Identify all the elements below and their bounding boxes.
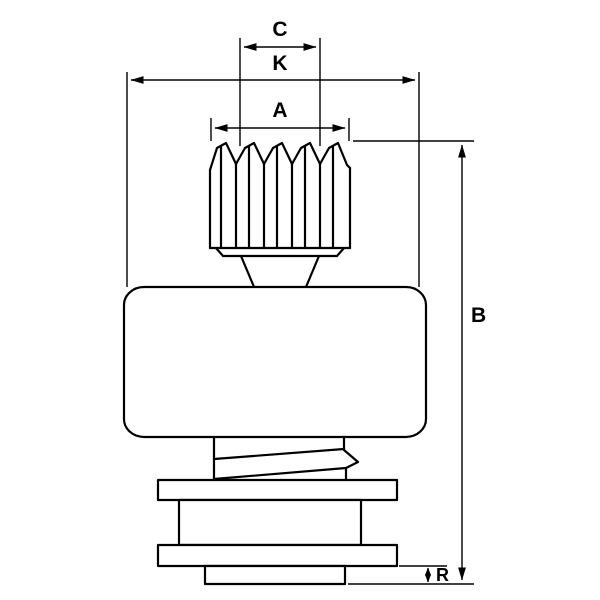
gear-neck — [239, 254, 321, 289]
helical-spline — [212, 435, 360, 482]
flange-washer-bottom — [156, 543, 399, 568]
collar — [177, 498, 363, 547]
dimension-k: K — [126, 52, 420, 287]
bottom-hub — [203, 564, 347, 586]
pinion-gear — [208, 141, 352, 258]
flange-washer-top — [156, 478, 399, 502]
clutch-body — [122, 285, 428, 439]
neck-right-edge — [304, 254, 321, 289]
neck-left-edge — [239, 254, 256, 289]
dimension-b: B — [348, 140, 486, 585]
spline-helix-line — [212, 447, 346, 461]
spline-helix-line — [212, 466, 348, 481]
dimension-a: A — [210, 99, 350, 141]
dimension-label-k: K — [272, 52, 287, 75]
dimension-label-a: A — [272, 99, 287, 122]
gear-tooth-top-profile — [208, 141, 352, 172]
dimension-label-r: R — [436, 565, 449, 585]
dimension-r: R — [399, 565, 449, 585]
dimension-label-b: B — [471, 304, 486, 327]
dimension-label-c: C — [272, 18, 287, 41]
gear-undercut — [214, 246, 346, 258]
dimension-c: C — [239, 18, 321, 146]
